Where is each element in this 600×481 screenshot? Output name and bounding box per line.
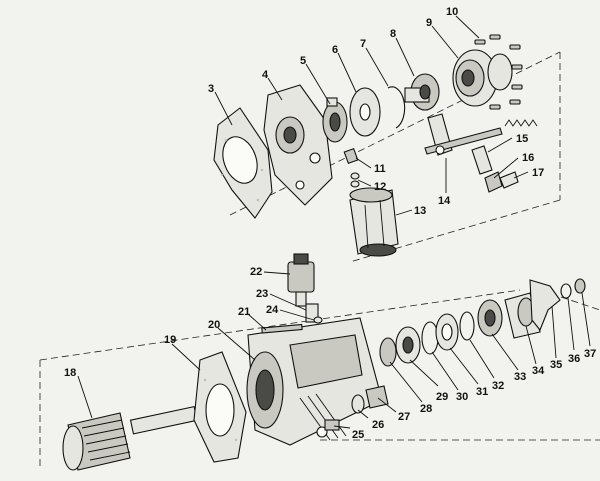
label-8: 8 — [390, 28, 396, 40]
label-35: 35 — [550, 359, 562, 371]
bearing-part-29 — [395, 326, 421, 364]
fork-part-16 — [484, 171, 503, 193]
label-37: 37 — [584, 348, 596, 360]
end-plate-part-4 — [263, 84, 333, 206]
terminal-part-27 — [365, 385, 389, 409]
label-33: 33 — [514, 371, 526, 383]
label-6: 6 — [332, 44, 338, 56]
label-29: 29 — [436, 391, 448, 403]
ring-part-30 — [421, 321, 439, 355]
label-22: 22 — [250, 266, 262, 278]
assembly-axis-lines — [39, 51, 600, 470]
label-12: 12 — [374, 181, 386, 193]
label-24: 24 — [266, 304, 279, 316]
label-17: 17 — [532, 167, 544, 179]
label-18: 18 — [64, 367, 76, 379]
solenoid-part-22 — [287, 253, 315, 307]
bushing-part-28 — [379, 337, 397, 367]
label-30: 30 — [456, 391, 468, 403]
gasket-top-part-3 — [213, 107, 273, 219]
spring-part-12 — [350, 172, 360, 188]
label-15: 15 — [516, 133, 528, 145]
label-32: 32 — [492, 380, 504, 392]
label-31: 31 — [476, 386, 488, 398]
terminal-part-25 — [324, 419, 340, 431]
washer-part-36 — [560, 283, 572, 299]
yoke-part-35 — [529, 279, 561, 332]
label-19: 19 — [164, 334, 176, 346]
pin-part-15 — [471, 145, 493, 175]
part-number-labels: 3 4 5 6 7 8 9 10 11 12 13 14 15 16 17 18… — [64, 6, 596, 441]
ring-part-32 — [459, 311, 475, 341]
label-23: 23 — [256, 288, 268, 300]
label-7: 7 — [360, 38, 366, 50]
bolt-part-21 — [261, 323, 303, 334]
terminal-part-26 — [351, 394, 365, 414]
clip-part-17 — [499, 171, 519, 189]
label-3: 3 — [208, 83, 214, 95]
pins-part-10 — [474, 34, 523, 110]
label-34: 34 — [532, 365, 545, 377]
planet-carrier-part-5 — [322, 97, 348, 143]
label-28: 28 — [420, 403, 432, 415]
main-housing-part-20 — [246, 317, 383, 446]
gasket-bottom-part-19 — [193, 351, 247, 463]
label-14: 14 — [438, 195, 451, 207]
drive-end-part-18 — [62, 405, 198, 471]
shift-lever-part-14 — [424, 113, 503, 156]
nut-part-37 — [574, 278, 586, 294]
drive-pinion-part-8 — [404, 73, 440, 111]
washer-part-24 — [313, 316, 323, 324]
label-10: 10 — [446, 6, 458, 18]
label-13: 13 — [414, 205, 426, 217]
label-27: 27 — [398, 411, 410, 423]
brush-part-11 — [343, 147, 359, 165]
label-36: 36 — [568, 353, 580, 365]
label-16: 16 — [522, 152, 534, 164]
label-25: 25 — [352, 429, 364, 441]
label-4: 4 — [262, 69, 269, 81]
label-5: 5 — [300, 55, 306, 67]
label-21: 21 — [238, 306, 250, 318]
gear-part-33 — [477, 299, 503, 337]
label-9: 9 — [426, 17, 432, 29]
leader-lines — [77, 15, 591, 429]
label-20: 20 — [208, 319, 220, 331]
label-26: 26 — [372, 419, 384, 431]
circlip-part-7 — [387, 86, 406, 129]
pinion-housing-part-9 — [452, 49, 513, 107]
spring-part-lever — [504, 119, 538, 127]
bearing-part-31 — [435, 313, 459, 351]
disc-part-6 — [349, 87, 381, 137]
field-coil-part-13 — [349, 187, 399, 257]
label-11: 11 — [374, 163, 386, 175]
